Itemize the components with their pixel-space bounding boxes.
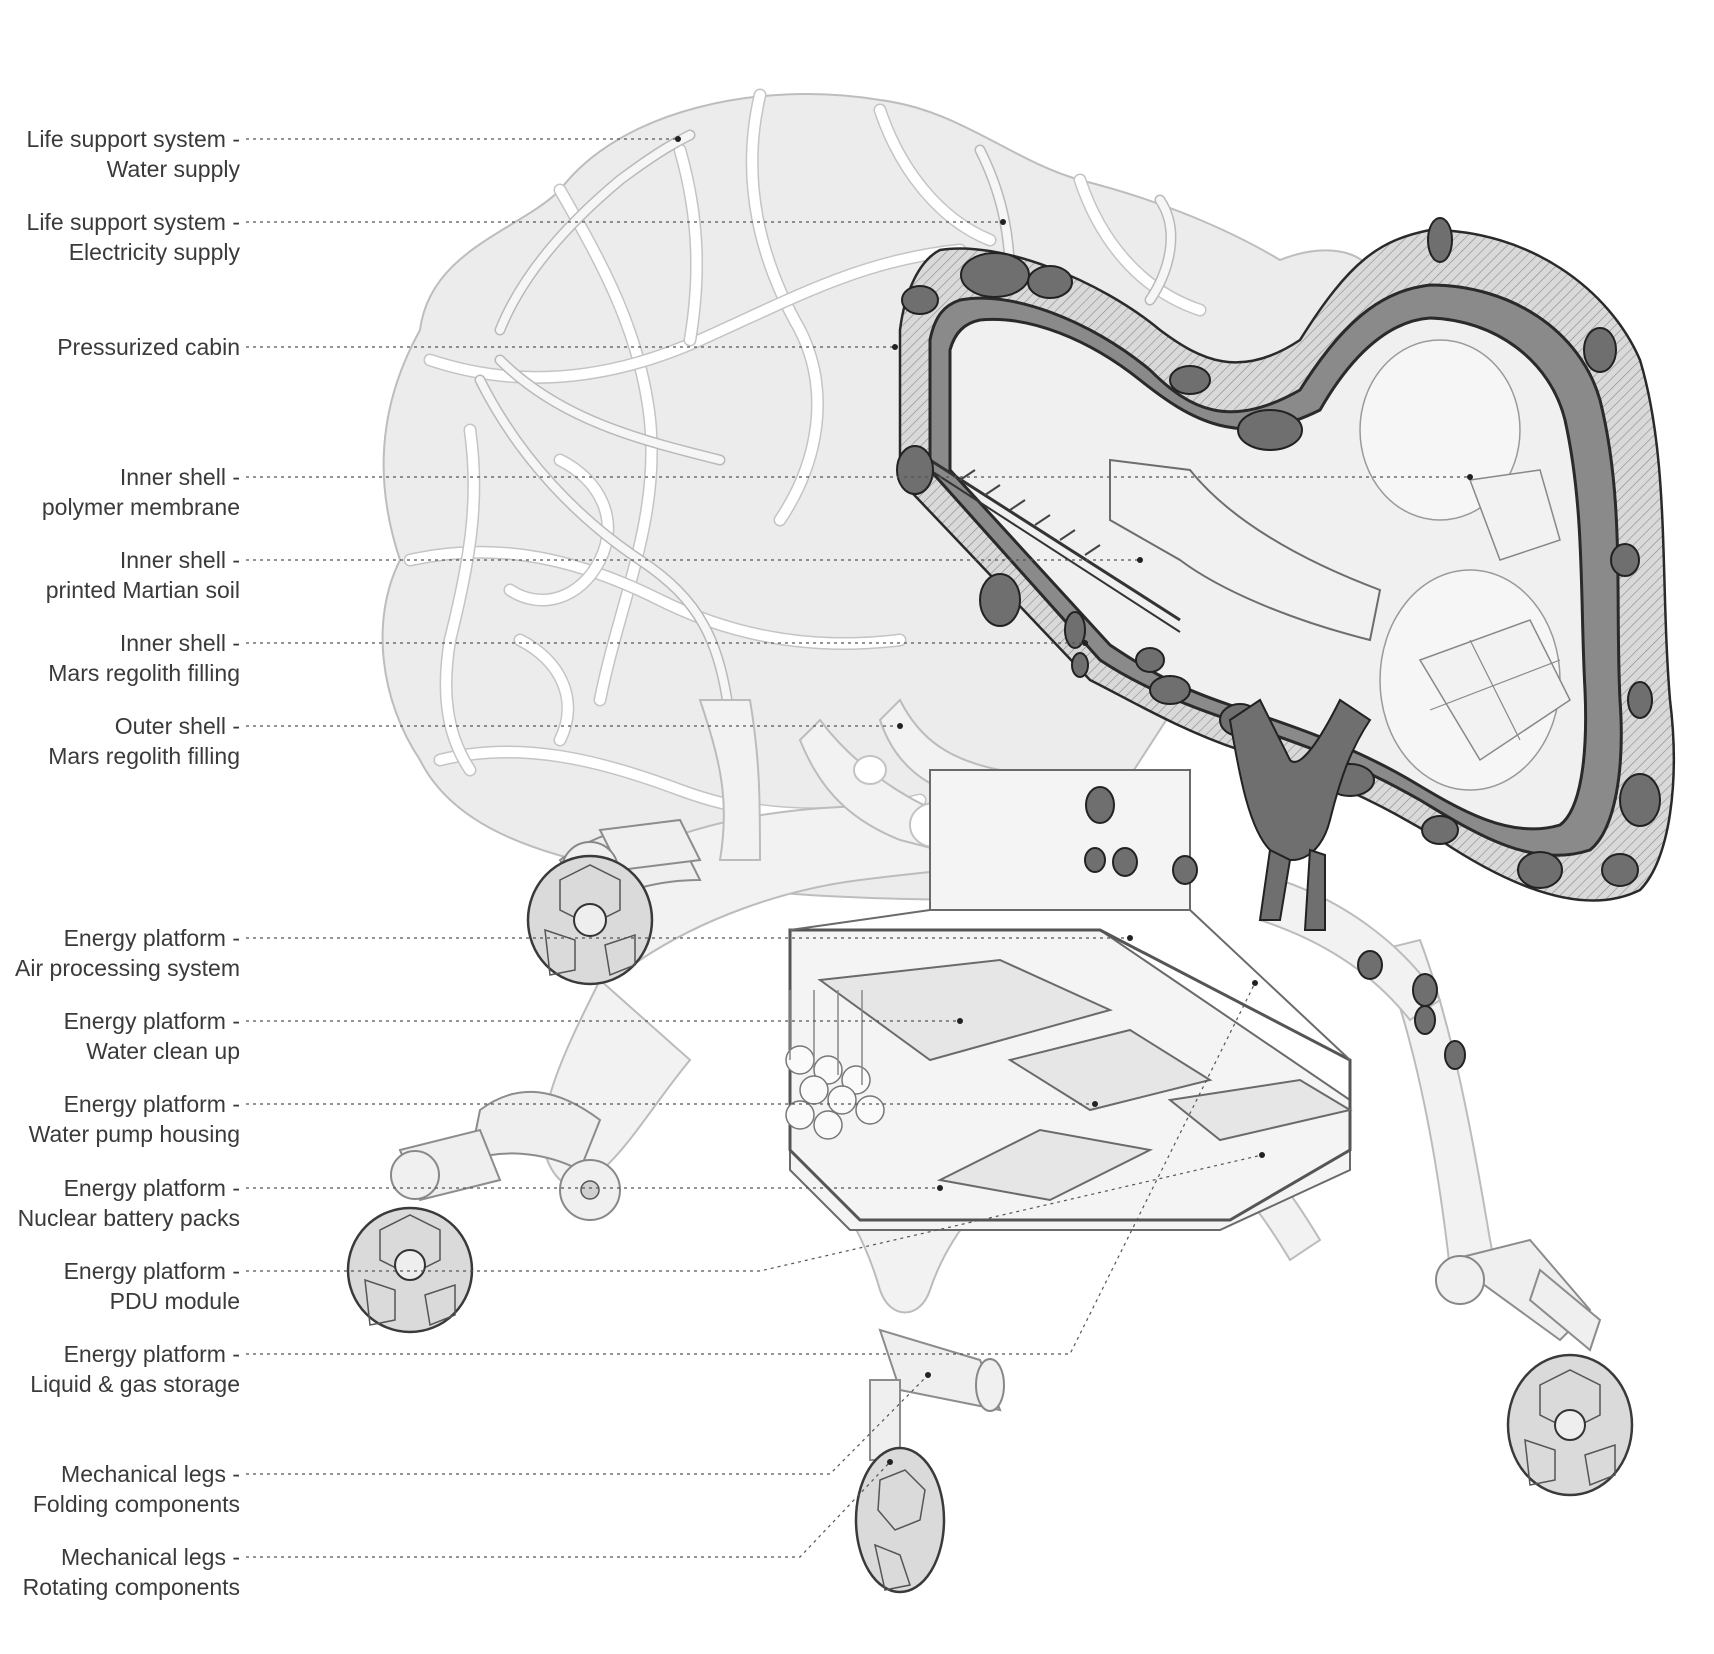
entry-stairs [929,458,1181,633]
label-folding-l1: Mechanical legs - [61,1461,240,1487]
label-inner-regolith-l2: Mars regolith filling [48,660,240,686]
leg-front-center [854,1328,1005,1594]
energy-platform [785,769,1353,1231]
regolith-filling-blobs [896,217,1661,1070]
label-air-processing-l1: Energy platform - [64,925,240,951]
label-pdu-l2: PDU module [110,1288,240,1314]
label-liquid-gas-l2: Liquid & gas storage [30,1371,240,1397]
label-outer-regolith-l1: Outer shell - [115,713,240,739]
label-inner-regolith-l1: Inner shell - [120,630,240,656]
leader-rotating-components [246,1461,891,1558]
label-air-processing-l2: Air processing system [15,955,240,981]
label-outer-regolith-l2: Mars regolith filling [48,743,240,769]
label-pressurized-cabin: Pressurized cabin [57,334,240,360]
label-printed-soil-l1: Inner shell - [120,547,240,573]
nuclear-battery-cylinders [785,990,885,1140]
label-water-supply-l1: Life support system - [27,126,240,152]
callout-labels: Life support system - Water supply Life … [15,126,240,1600]
label-electricity-l1: Life support system - [27,209,240,235]
label-nuclear-l2: Nuclear battery packs [18,1205,240,1231]
label-water-clean-l2: Water clean up [86,1038,240,1064]
label-water-pump-l2: Water pump housing [29,1121,240,1147]
label-pdu-l1: Energy platform - [64,1258,240,1284]
leader-liquid-gas [246,982,1256,1355]
label-liquid-gas-l1: Energy platform - [64,1341,240,1367]
label-water-pump-l1: Energy platform - [64,1091,240,1117]
leg-right [1435,1238,1634,1497]
wheel-front-center [854,1446,946,1594]
label-water-supply-l2: Water supply [107,156,241,182]
label-polymer-l1: Inner shell - [120,464,240,490]
leg-front-left [526,818,702,986]
leader-folding-components [246,1374,929,1475]
label-water-clean-l1: Energy platform - [64,1008,240,1034]
label-nuclear-l1: Energy platform - [64,1175,240,1201]
label-rotating-l1: Mechanical legs - [61,1544,240,1570]
label-printed-soil-l2: printed Martian soil [46,577,240,603]
leg-left [346,1090,621,1334]
cabin-cross-section [896,217,1675,1070]
label-electricity-l2: Electricity supply [69,239,241,265]
label-rotating-l2: Rotating components [23,1574,240,1600]
label-folding-l2: Folding components [33,1491,240,1517]
label-polymer-l2: polymer membrane [42,494,240,520]
leader-pdu-module [246,1154,1263,1272]
leader-lines [246,136,1473,1558]
